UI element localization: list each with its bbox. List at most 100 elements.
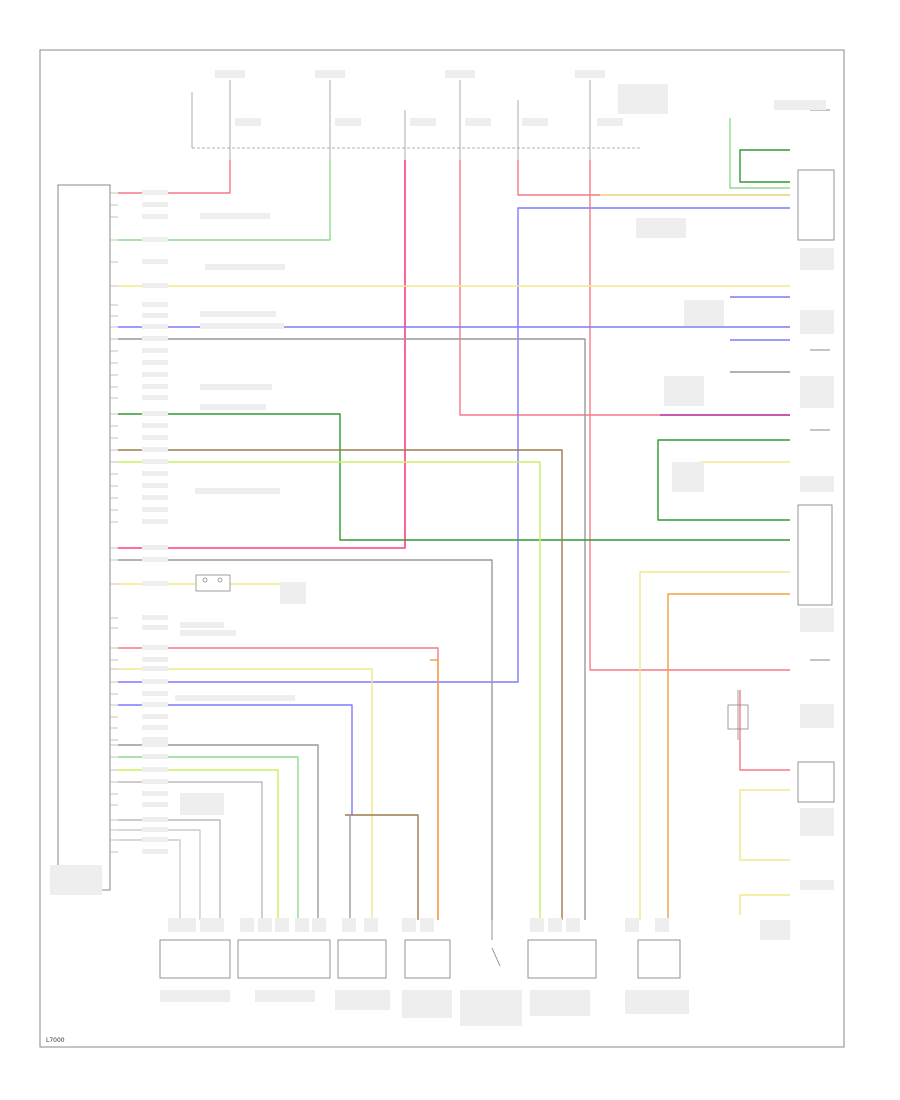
wire-color-tag	[142, 827, 168, 832]
connector-pin-tag	[312, 918, 326, 932]
connector-pin-tag	[566, 918, 580, 932]
wire-color-tag	[142, 348, 168, 353]
left-mid-labels	[175, 213, 306, 815]
wire-green-1	[118, 160, 331, 241]
wire-dkgreen-3	[657, 439, 790, 521]
connector-4	[404, 939, 451, 979]
wire-color-tag	[142, 779, 168, 784]
wire-lime-1	[118, 461, 541, 920]
wire-color-tag	[142, 435, 168, 440]
connector-5	[527, 939, 597, 979]
wire-color-tag	[142, 737, 168, 742]
wire-gray-1	[118, 338, 586, 920]
connector-pin-tag	[168, 918, 182, 932]
connector-6	[637, 939, 681, 979]
wire-yellow-9	[739, 894, 790, 915]
fuse-supply-group	[191, 80, 591, 160]
wire-red-1	[118, 160, 231, 194]
wire-brown-2	[345, 814, 419, 920]
wire-color-tag	[142, 817, 168, 822]
connector-pin-tag	[240, 918, 254, 932]
wire-color-tag	[142, 849, 168, 854]
connector-pin-tag	[210, 918, 224, 932]
wire-color-tag	[142, 471, 168, 476]
wire-color-tag	[142, 702, 168, 707]
bottom-connectors	[159, 920, 681, 979]
module-label	[50, 865, 102, 895]
wire-color-tag	[142, 645, 168, 650]
wire-color-tag	[142, 395, 168, 400]
connector-pin-tag	[275, 918, 289, 932]
wire-yellow-6	[639, 571, 790, 920]
wire-gray-8	[118, 839, 181, 920]
wire-color-tag	[142, 202, 168, 207]
wire-red-6	[739, 690, 790, 771]
connector-pin-tag	[182, 918, 196, 932]
connector-pin-tag	[530, 918, 544, 932]
wire-color-tag	[142, 802, 168, 807]
connector-2	[237, 939, 331, 979]
wire-orange-3	[667, 593, 790, 920]
wire-color-tag	[142, 615, 168, 620]
wire-brown-1	[118, 449, 563, 920]
wire-color-tag	[142, 190, 168, 195]
front-wiper-switch	[797, 169, 835, 241]
wire-color-tag	[142, 447, 168, 452]
wire-color-tag	[142, 302, 168, 307]
wire-color-tag	[142, 459, 168, 464]
wire-color-tag	[142, 519, 168, 524]
wire-dkgreen-2	[739, 149, 790, 183]
wire-color-tag	[142, 324, 168, 329]
wire-color-tag	[142, 725, 168, 730]
right-components	[797, 109, 835, 803]
wire-color-tag	[142, 557, 168, 562]
wire-color-tag	[142, 625, 168, 630]
wire-color-tag	[142, 259, 168, 264]
transmission-control-module	[797, 761, 835, 803]
wire-red-3	[517, 160, 790, 196]
connector-pin-tag	[258, 918, 272, 932]
wire-pink-1	[118, 160, 406, 549]
diagram-border	[39, 49, 845, 1048]
wire-color-tag	[142, 581, 168, 586]
wire-color-tag	[142, 283, 168, 288]
wire-green-3	[729, 118, 790, 189]
connector-pin-tag	[655, 918, 669, 932]
connector-pin-tag	[548, 918, 562, 932]
wire-red-4	[589, 160, 790, 671]
connector-pin-tag	[342, 918, 356, 932]
brake-control-module	[57, 184, 111, 891]
wire-color-tag	[142, 767, 168, 772]
wire-color-tag	[142, 742, 168, 747]
module-pins	[110, 190, 168, 854]
wire-color-tag	[142, 754, 168, 759]
wire-dkgreen-1	[118, 413, 790, 541]
steering-angle-sensor	[797, 504, 833, 606]
connector-pin-tag	[364, 918, 378, 932]
wire-gray-2	[118, 559, 493, 920]
wire-red-2	[459, 160, 790, 416]
wire-color-tag	[142, 214, 168, 219]
wire-yellow-8	[739, 789, 790, 861]
fuse-labels	[215, 70, 668, 126]
wire-gray-7	[118, 829, 201, 920]
wire-color-tag	[142, 483, 168, 488]
wire-color-tag	[142, 360, 168, 365]
connector-pin-tag	[295, 918, 309, 932]
wire-color-tag	[142, 691, 168, 696]
wire-blue-1	[118, 207, 790, 683]
wire-color-tag	[142, 657, 168, 662]
wire-color-tag	[142, 372, 168, 377]
right-labels	[636, 100, 834, 940]
wire-color-tag	[142, 384, 168, 389]
wire-gray-4	[118, 744, 319, 920]
right-relay-symbol	[727, 690, 749, 740]
wire-color-tag	[142, 237, 168, 242]
connector-pin-tag	[625, 918, 639, 932]
wire-color-tag	[142, 837, 168, 842]
wire-color-tag	[142, 313, 168, 318]
wire-green-2	[118, 756, 299, 920]
connector-pin-tag	[402, 918, 416, 932]
